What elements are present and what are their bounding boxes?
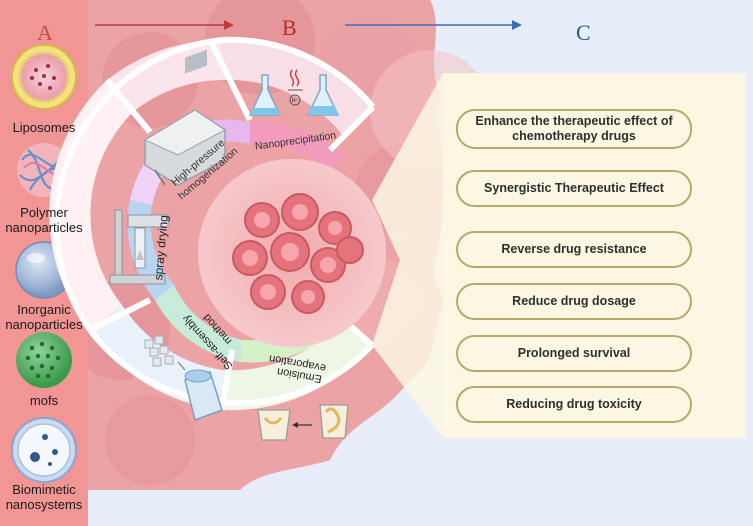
homogenizer-icon (143, 49, 226, 186)
emulsion-beakers-icon (257, 404, 349, 441)
effect-pill-synergistic: Synergistic Therapeutic Effect (456, 170, 692, 207)
proton-symbol: H⁺ (292, 97, 299, 104)
effect-pill-prolonged-survival: Prolonged survival (456, 335, 692, 372)
effect-pill-reverse-resistance: Reverse drug resistance (456, 231, 692, 268)
effect-pill-reduce-toxicity: Reducing drug toxicity (456, 386, 692, 423)
effect-pill-reduce-dosage: Reduce drug dosage (456, 283, 692, 320)
nanocarrier-label-polymer: Polymer nanoparticles (5, 205, 83, 235)
liposome-icon (11, 44, 77, 110)
biomimetic-nanosystem-icon (11, 417, 77, 483)
flask-icons (248, 69, 340, 116)
section-c-letter: C (576, 20, 591, 45)
nanocarrier-label-biomimetic: Biomimetic nanosystems (5, 482, 83, 512)
tumor-cells-icon (232, 193, 364, 314)
section-a-letter: A (37, 20, 53, 45)
arrow-b-to-c (345, 20, 522, 30)
effect-text-reduce-toxicity: Reducing drug toxicity (506, 397, 642, 411)
effect-pill-enhance: Enhance the therapeutic effect of chemot… (456, 109, 692, 149)
effect-text-reduce-dosage: Reduce drug dosage (512, 294, 636, 308)
nanocarrier-label-inorganic: Inorganic nanoparticles (5, 302, 83, 332)
effect-text-synergistic: Synergistic Therapeutic Effect (484, 181, 664, 195)
arrow-a-to-b (95, 20, 234, 30)
effect-text-prolonged-survival: Prolonged survival (517, 346, 631, 360)
effect-text-reverse-resistance: Reverse drug resistance (501, 242, 647, 256)
method-nanoprecipitation-label: Nanoprecipitation (254, 129, 337, 152)
section-b-letter: B (282, 15, 297, 40)
self-assembly-icon (144, 335, 223, 421)
effect-text-enhance: Enhance the therapeutic effect of chemot… (475, 114, 673, 143)
method-spray-drying-label: spray drying (151, 214, 171, 280)
nanocarrier-label-mofs: mofs (29, 393, 59, 408)
nanocarrier-label-liposomes: Liposomes (12, 120, 76, 135)
preparation-methods-wheel (49, 36, 386, 441)
mof-icon (16, 332, 72, 388)
spray-dryer-icon (109, 209, 169, 285)
